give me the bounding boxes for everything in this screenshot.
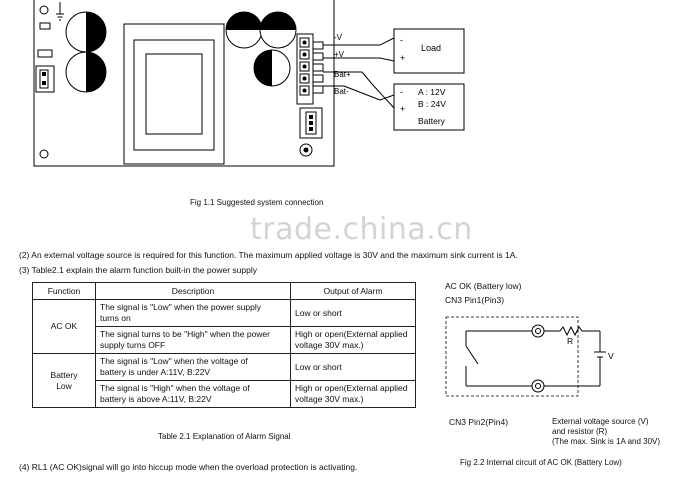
paragraph-3: (3) Table2.1 explain the alarm function …: [19, 265, 257, 275]
table-2-1-caption: Table 2.1 Explanation of Alarm Signal: [158, 432, 291, 441]
capacitor-icon: [65, 51, 107, 93]
load-label: Load: [421, 43, 441, 53]
load-minus: -: [400, 35, 403, 45]
ground-icon: [56, 2, 64, 21]
switch-icon: [465, 345, 479, 365]
table-row: The signal is "High" when the voltage of…: [33, 380, 416, 408]
capacitor-icon: [259, 11, 297, 49]
terminal-label: +V: [334, 50, 345, 59]
terminal-label: Bat-: [334, 87, 349, 96]
mount-hole-icon: [39, 149, 49, 159]
circuit-pin1-label: CN3 Pin1(Pin3): [445, 295, 505, 305]
function-cell: AC OK: [32, 299, 96, 354]
table-row: AC OK The signal is "Low" when the power…: [32, 299, 416, 354]
description-cell: The signal is "High" when the voltage of…: [95, 380, 291, 408]
battery-label: Battery: [418, 116, 446, 126]
battery-voltage-b: B : 24V: [418, 99, 446, 109]
voltage-label: V: [608, 351, 614, 361]
external-source-note: External voltage source (V) and resistor…: [552, 417, 661, 446]
system-connection-diagram: -V +V Bat+ Bat- - Load + - A : 12V B : 2…: [33, 0, 465, 167]
terminal-label: Bat+: [334, 70, 351, 79]
ac-ok-internal-circuit: R V: [445, 316, 614, 397]
capacitor-icon: [253, 49, 291, 87]
capacitor-icon: [225, 11, 263, 49]
output-cell: Low or short: [290, 299, 416, 327]
fig-2-2-caption: Fig 2.2 Internal circuit of AC OK (Batte…: [460, 458, 622, 467]
internal-boundary: [445, 316, 579, 397]
terminal-pin1-icon: [531, 324, 545, 338]
header-description: Description: [95, 282, 291, 300]
paragraph-4: (4) RL1 (AC OK)signal will go into hiccu…: [19, 462, 358, 472]
load-box: [393, 28, 465, 74]
watermark: trade.china.cn: [250, 212, 473, 247]
resistor-icon: [559, 325, 583, 337]
circuit-title: AC OK (Battery low): [445, 281, 522, 291]
terminal-pin2-icon: [531, 379, 545, 393]
load-plus: +: [400, 53, 405, 63]
description-cell: The signal turns to be "High" when the p…: [95, 326, 291, 354]
capacitor-icon: [65, 11, 107, 53]
battery-minus: -: [400, 87, 403, 97]
output-cell: Low or short: [290, 353, 416, 381]
circuit-pin2-label: CN3 Pin2(Pin4): [449, 417, 509, 427]
paragraph-2: (2) An external voltage source is requir…: [19, 250, 518, 260]
battery-voltage-a: A : 12V: [418, 87, 446, 97]
description-cell: The signal is "Low" when the power suppl…: [95, 299, 291, 327]
table-header-row: Function Description Output of Alarm: [32, 282, 416, 300]
resistor-label: R: [567, 336, 573, 346]
fig-1-1-caption: Fig 1.1 Suggested system connection: [190, 198, 324, 207]
header-function: Function: [32, 282, 96, 300]
battery-plus: +: [400, 104, 405, 114]
alarm-function-table: Function Description Output of Alarm AC …: [32, 282, 416, 408]
header-output: Output of Alarm: [290, 282, 416, 300]
mount-hole-icon: [39, 5, 49, 15]
terminal-label: -V: [334, 33, 343, 42]
battery-box: [393, 83, 465, 131]
